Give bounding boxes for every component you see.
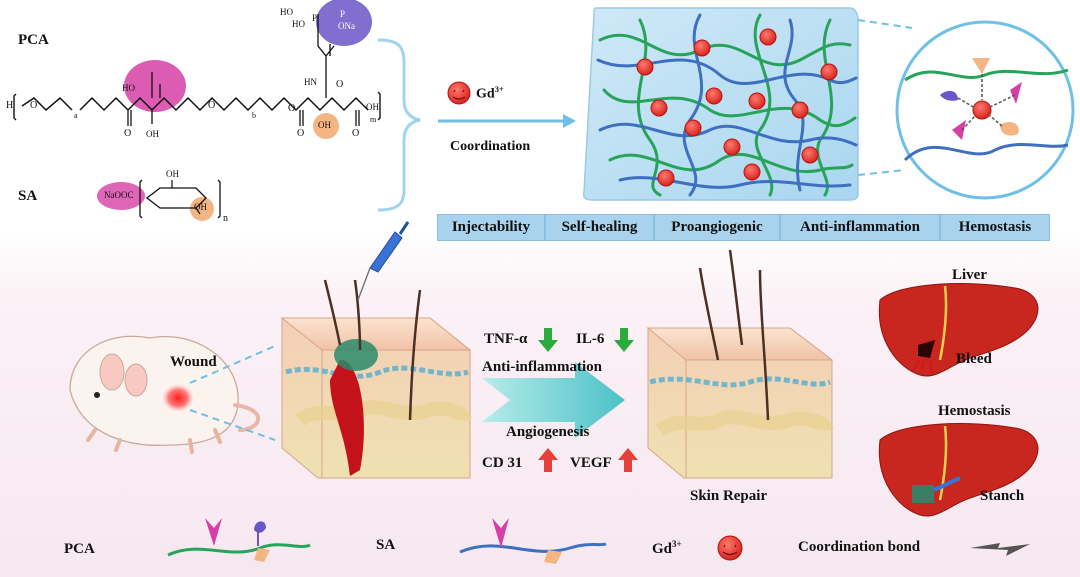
chem-oh-4: OH [166, 169, 179, 179]
zoom-lines [857, 19, 913, 176]
grouping-brace [377, 38, 421, 212]
chem-o-4: O [288, 103, 296, 114]
property-self-healing: Self-healing [545, 214, 654, 241]
repaired-skin-block [646, 249, 835, 479]
sa-hydroxyl-highlight [190, 197, 214, 221]
vegf-up-arrow [618, 448, 638, 472]
zoom-circle [895, 20, 1075, 200]
chem-ona: ONa [338, 21, 355, 31]
hemostasis-liver [878, 423, 1039, 517]
tnf-down-arrow [538, 328, 558, 352]
legend-sa-icon [459, 518, 607, 564]
sa-carboxyl-highlight [97, 182, 145, 210]
chem-sub-a: a [74, 111, 78, 120]
liver-syringe-icon [933, 476, 961, 492]
legend-pca-icon [167, 518, 311, 562]
stanch-label: Stanch [980, 488, 1025, 504]
chem-p-2: P [340, 9, 346, 19]
phosphonate-highlight [316, 0, 372, 46]
wound-label: Wound [170, 354, 217, 370]
side-bonds [127, 14, 360, 126]
bleed-label: Bleed [956, 351, 992, 367]
gd-ion-icon [447, 81, 471, 105]
property-injectability: Injectability [437, 214, 545, 241]
repair-arrow [482, 362, 625, 438]
tnf-label: TNF-α [484, 331, 528, 347]
chem-o-3: O [208, 100, 216, 111]
coordination-label: Coordination [450, 139, 531, 154]
property-anti-inflammation: Anti-inflammation [780, 214, 940, 241]
chem-o-5: O [297, 128, 305, 139]
chem-oh-5: OH [194, 202, 207, 212]
chem-o-1: O [30, 100, 38, 111]
angiogenesis-label: Angiogenesis [506, 424, 590, 440]
hemostasis-label: Hemostasis [938, 403, 1011, 419]
anti-inflammation-label: Anti-inflammation [482, 359, 602, 375]
injected-hydrogel [334, 339, 378, 371]
hydroxyl-highlight [313, 113, 339, 139]
wound-spot [162, 384, 194, 412]
chem-naooc: NaOOC [104, 190, 134, 200]
legend-gd-label: Gd3+ [652, 539, 682, 557]
chem-h-end: H [6, 100, 14, 111]
pyranose-ring [145, 187, 207, 209]
gd-ion-label: Gd3+ [476, 85, 504, 102]
sa-brackets [139, 179, 221, 219]
chem-oh-3: OH [366, 102, 379, 112]
pca-structure [13, 0, 381, 139]
legend-bond-icon [970, 543, 1030, 556]
wound-cavity [330, 359, 364, 476]
chem-o-6: O [352, 128, 360, 139]
legend-pca-label: PCA [64, 541, 95, 557]
il6-label: IL-6 [576, 331, 605, 347]
wound-zoom-lines [189, 345, 276, 441]
chem-sub-b: b [252, 111, 256, 120]
sa-structure [97, 179, 221, 221]
legend-bond-label: Coordination bond [798, 539, 921, 555]
pca-title: PCA [18, 32, 49, 48]
chem-o-2: O [124, 128, 132, 139]
chem-sub-m: m [370, 115, 377, 124]
syringe-icon [369, 231, 403, 273]
hydrogel-network [582, 7, 859, 201]
chem-ho-3: HO [292, 19, 305, 29]
liver-label: Liver [952, 267, 987, 283]
vegf-label: VEGF [570, 455, 612, 471]
skin-repair-label: Skin Repair [690, 488, 768, 504]
cd31-label: CD 31 [482, 455, 523, 471]
wound-skin-block [280, 221, 473, 479]
chem-oh-2: OH [318, 120, 331, 130]
mouse-illustration [69, 335, 261, 454]
chem-p-1: P [312, 13, 318, 23]
gd-crosslinks [636, 28, 838, 187]
chem-hn: HN [304, 77, 317, 87]
bleeding-liver [878, 283, 1039, 377]
zoom-gd-ion [972, 100, 992, 120]
liver-hydrogel-patch [912, 485, 934, 503]
cd31-up-arrow [538, 448, 558, 472]
legend-gd-icon [717, 535, 743, 561]
chem-sub-n: n [223, 213, 228, 224]
property-hemostasis: Hemostasis [940, 214, 1050, 241]
il6-down-arrow [614, 328, 634, 352]
chem-oh-1: OH [146, 129, 159, 139]
chem-ho-2: HO [280, 7, 293, 17]
legend-sa-label: SA [376, 537, 396, 553]
sa-title: SA [18, 188, 38, 204]
chem-o-7: O [336, 79, 344, 90]
chem-ho-1: HO [122, 83, 135, 93]
pca-backbone [21, 96, 369, 112]
property-proangiogenic: Proangiogenic [654, 214, 780, 241]
repeat-brackets [13, 91, 381, 121]
